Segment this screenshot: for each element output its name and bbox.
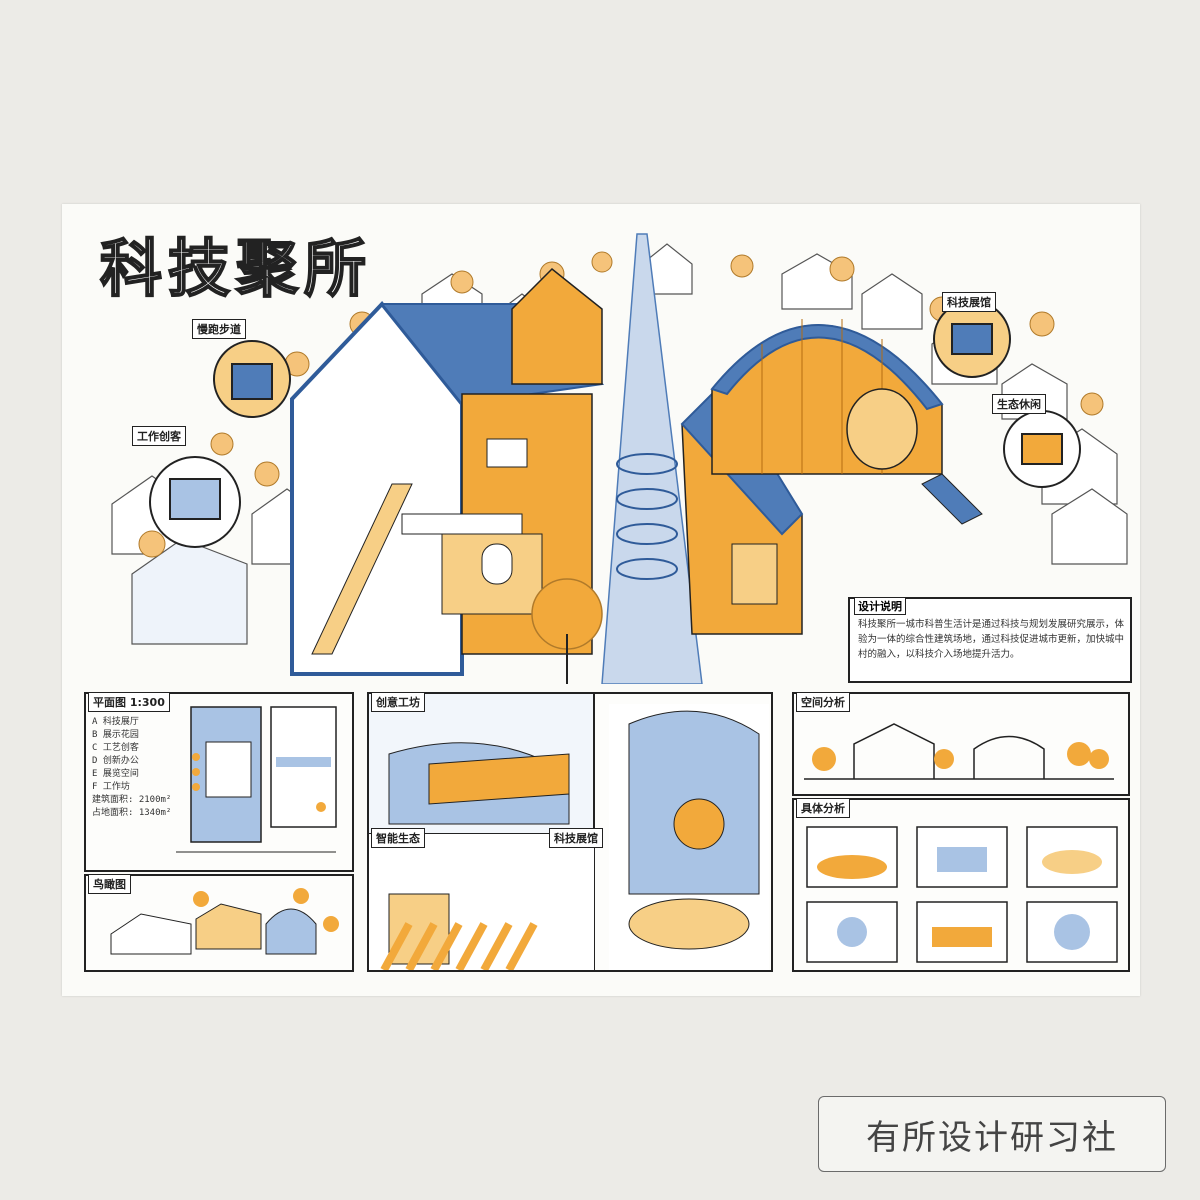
plan-legend: A 科技展厅 B 展示花园 C 工艺创客 D 创新办公 E 展览空间 F 工作坊… [92, 716, 171, 820]
spiral-stair [616, 453, 678, 580]
callout-label-jogging: 慢跑步道 [192, 319, 246, 339]
callout-label-maker: 工作创客 [132, 426, 186, 446]
callout-label-ecology: 生态休闲 [992, 394, 1046, 414]
workshop-title: 创意工坊 [371, 692, 425, 712]
plan-title: 平面图 1:300 [88, 692, 170, 712]
plan-legend-item: E 展览空间 [92, 769, 139, 779]
museum-title: 科技展馆 [549, 828, 603, 848]
design-poster: 科技聚所 慢跑步道 工作创客 科技展馆 生态休闲 设计说明 科技聚所一城市科普生… [62, 204, 1140, 996]
birdseye-panel: 鸟瞰图 [84, 874, 354, 972]
plan-legend-item: 占地面积: 1340m² [92, 808, 172, 818]
floor-plan-drawing [176, 706, 337, 853]
design-description-box: 设计说明 科技聚所一城市科普生活计是通过科技与规划发展研究展示，体验为一体的综合… [848, 597, 1132, 683]
space-analysis-title: 空间分析 [796, 692, 850, 712]
poster-title: 科技聚所 [99, 231, 373, 306]
birdseye-drawing [110, 888, 339, 955]
plan-legend-item: A 科技展厅 [92, 717, 139, 727]
detail-analysis-panel: 具体分析 [792, 798, 1130, 972]
plan-legend-item: D 创新办公 [92, 756, 139, 766]
ecology-title: 智能生态 [371, 828, 425, 848]
domed-building [710, 319, 983, 525]
design-description-text: 科技聚所一城市科普生活计是通过科技与规划发展研究展示，体验为一体的综合性建筑场地… [858, 619, 1125, 660]
section-drawing [804, 723, 1114, 780]
plan-legend-item: 建筑面积: 2100m² [92, 795, 172, 805]
birdseye-title: 鸟瞰图 [88, 874, 131, 894]
hero-perspective-drawing [111, 233, 1128, 684]
plan-legend-item: B 展示花园 [92, 730, 139, 740]
detail-sketches [806, 826, 1118, 963]
plan-panel: 平面图 1:300 A 科技展厅 B 展示花园 C 工艺创客 D 创新办公 E … [84, 692, 354, 872]
interior-panels: 创意工坊 智能生态 科技展馆 [367, 692, 773, 972]
detail-analysis-title: 具体分析 [796, 798, 850, 818]
design-description-title: 设计说明 [854, 597, 906, 615]
space-analysis-panel: 空间分析 [792, 692, 1130, 796]
watermark-label: 有所设计研习社 [818, 1096, 1166, 1172]
callout-circles [149, 300, 1081, 548]
plan-legend-item: C 工艺创客 [92, 743, 139, 753]
plan-legend-item: F 工作坊 [92, 782, 130, 792]
callout-label-exhibition: 科技展馆 [942, 292, 996, 312]
